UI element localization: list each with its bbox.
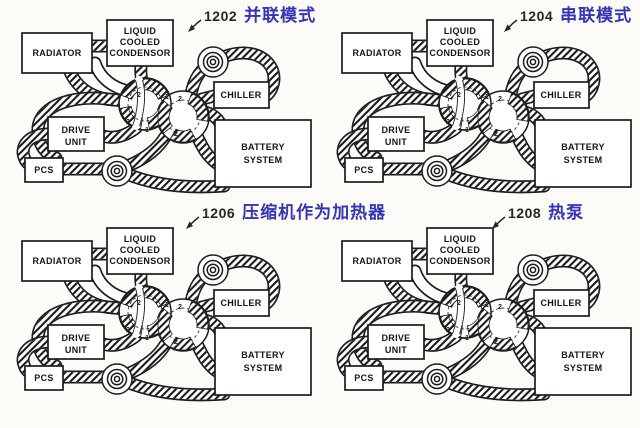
condensor-label-line1: LIQUID [444, 234, 476, 244]
figure-title-1202: 1202 并联模式 [188, 6, 317, 32]
diagram-labels-1208: RADIATOR LIQUID COOLED CONDENSOR CHILLER… [352, 234, 604, 383]
condensor-label-line3: CONDENSOR [429, 48, 490, 58]
figure-number: 1204 [520, 8, 554, 24]
drive-unit-label-line2: UNIT [65, 345, 87, 355]
figure-mode-label: 压缩机作为加热器 [242, 203, 387, 222]
condensor-label-line2: COOLED [120, 37, 161, 47]
valve-port-label: 2 [178, 304, 182, 311]
valve-port-label: 2 [498, 304, 502, 311]
valve-port-label: 2 [126, 327, 130, 334]
pcs-label: PCS [354, 373, 373, 383]
radiator-label: RADIATOR [32, 256, 81, 266]
condensor-label-line2: COOLED [440, 245, 481, 255]
figure-title-1204: 1204 串联模式 [504, 6, 633, 32]
valve-port-label: 2 [137, 300, 141, 307]
chiller-label: CHILLER [540, 90, 581, 100]
valve-port-label: 2 [457, 92, 461, 99]
battery-label-line1: BATTERY [241, 142, 285, 152]
valve-port-label: 1 [465, 335, 469, 342]
leader-arrow-icon [504, 19, 518, 32]
figure-title-1208: 1208 热泵 [492, 203, 585, 229]
battery-label-line1: BATTERY [561, 142, 605, 152]
leader-arrow-icon [492, 216, 506, 229]
valve-port-label: 1 [145, 335, 149, 342]
figure-mode-label: 串联模式 [560, 6, 633, 25]
valve-port-label: 2 [494, 131, 498, 138]
leader-arrow-icon [186, 216, 200, 229]
condensor-label-line2: COOLED [120, 245, 161, 255]
valve-port-label: 1 [465, 127, 469, 134]
figure-number: 1206 [202, 205, 236, 221]
valve-port-label: 1 [145, 127, 149, 134]
valve-port-label: 2 [498, 96, 502, 103]
condensor-label-line2: COOLED [440, 37, 481, 47]
battery-label-line2: SYSTEM [244, 363, 283, 373]
battery-label-line1: BATTERY [561, 350, 605, 360]
chiller-label: CHILLER [220, 90, 261, 100]
valve-port-label: 2 [137, 92, 141, 99]
drive-unit-label-line1: DRIVE [381, 125, 410, 135]
diagram-labels-1202: RADIATOR LIQUID COOLED CONDENSOR CHILLER… [32, 26, 284, 175]
valve-port-label: 2 [174, 339, 178, 346]
condensor-label-line1: LIQUID [444, 26, 476, 36]
valve-port-label: 1 [165, 302, 169, 309]
leader-arrow-icon [188, 19, 202, 32]
radiator-label: RADIATOR [352, 48, 401, 58]
drive-unit-label-line2: UNIT [65, 137, 87, 147]
drive-unit-label-line1: DRIVE [381, 333, 410, 343]
drive-unit-label-line1: DRIVE [61, 333, 90, 343]
figure-number: 1202 [204, 8, 238, 24]
drive-unit-label-line2: UNIT [385, 137, 407, 147]
valve-port-label: 2 [178, 96, 182, 103]
pcs-label: PCS [34, 165, 53, 175]
battery-label-line2: SYSTEM [244, 155, 283, 165]
valve-port-label: 2 [126, 119, 130, 126]
condensor-label-line3: CONDENSOR [429, 256, 490, 266]
diagram-labels-1204: RADIATOR LIQUID COOLED CONDENSOR CHILLER… [352, 26, 604, 175]
drive-unit-label-line2: UNIT [385, 345, 407, 355]
diagram-labels-1206: RADIATOR LIQUID COOLED CONDENSOR CHILLER… [32, 234, 284, 383]
radiator-label: RADIATOR [352, 256, 401, 266]
battery-label-line2: SYSTEM [564, 155, 603, 165]
chiller-label: CHILLER [220, 298, 261, 308]
battery-label-line2: SYSTEM [564, 363, 603, 373]
drive-unit-label-line1: DRIVE [61, 125, 90, 135]
condensor-label-line1: LIQUID [124, 234, 156, 244]
radiator-label: RADIATOR [32, 48, 81, 58]
valve-port-label: 1 [485, 94, 489, 101]
pcs-label: PCS [354, 165, 373, 175]
figure-mode-label: 并联模式 [244, 6, 317, 25]
condensor-label-line3: CONDENSOR [109, 48, 170, 58]
valve-port-label: 2 [446, 119, 450, 126]
figure-title-1206: 1206 压缩机作为加热器 [186, 203, 387, 229]
valve-port-label: 1 [165, 94, 169, 101]
chiller-label: CHILLER [540, 298, 581, 308]
pcs-label: PCS [34, 373, 53, 383]
valve-port-label: 1 [485, 302, 489, 309]
battery-label-line1: BATTERY [241, 350, 285, 360]
condensor-label-line1: LIQUID [124, 26, 156, 36]
valve-port-label: 2 [494, 339, 498, 346]
figure-mode-label: 热泵 [548, 203, 585, 222]
valve-port-label: 2 [457, 300, 461, 307]
figure-number: 1208 [508, 205, 542, 221]
valve-port-label: 2 [174, 131, 178, 138]
condensor-label-line3: CONDENSOR [109, 256, 170, 266]
valve-port-label: 2 [446, 327, 450, 334]
